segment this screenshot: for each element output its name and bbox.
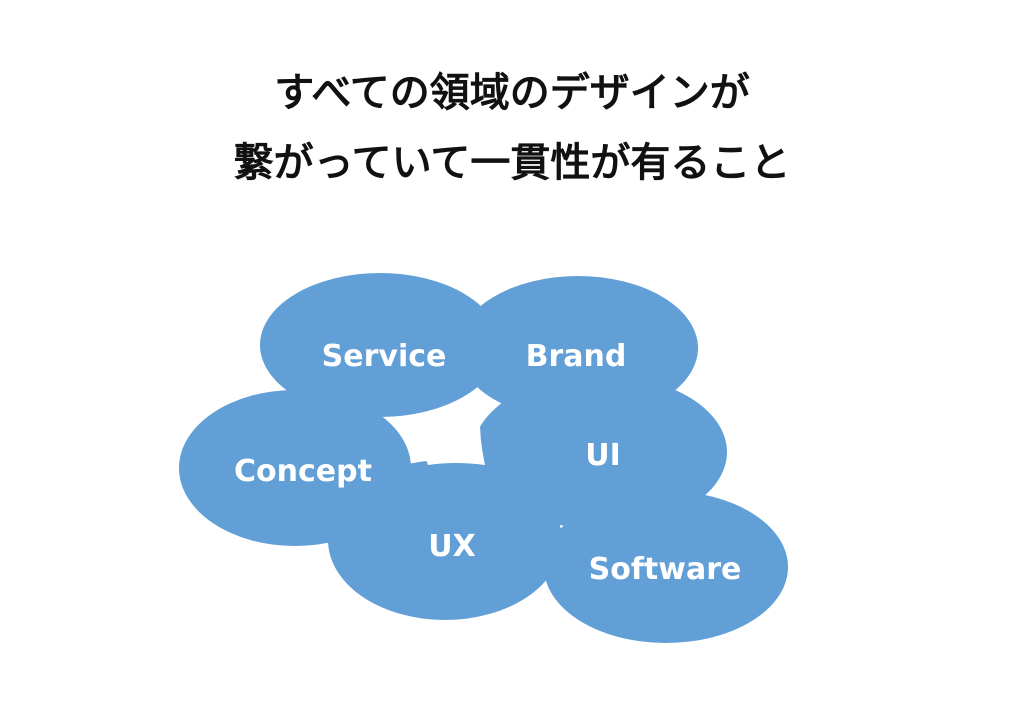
label-brand: Brand — [526, 339, 627, 374]
label-ux: UX — [428, 529, 476, 564]
blob-brand — [458, 276, 698, 420]
blob-concept — [179, 390, 411, 546]
blob-service — [260, 273, 500, 417]
center-gap — [412, 412, 485, 465]
title-line-2: 繋がっていて一貫性が有ること — [233, 140, 791, 186]
label-service: Service — [322, 339, 447, 374]
blob-software — [544, 491, 788, 643]
label-software: Software — [589, 552, 742, 587]
page-title: すべての領域のデザインが 繋がっていて一貫性が有ること — [0, 58, 1024, 198]
label-ui: UI — [585, 438, 621, 473]
blob-group — [179, 273, 788, 643]
label-concept: Concept — [234, 454, 372, 489]
title-line-1: すべての領域のデザインが — [274, 70, 750, 116]
